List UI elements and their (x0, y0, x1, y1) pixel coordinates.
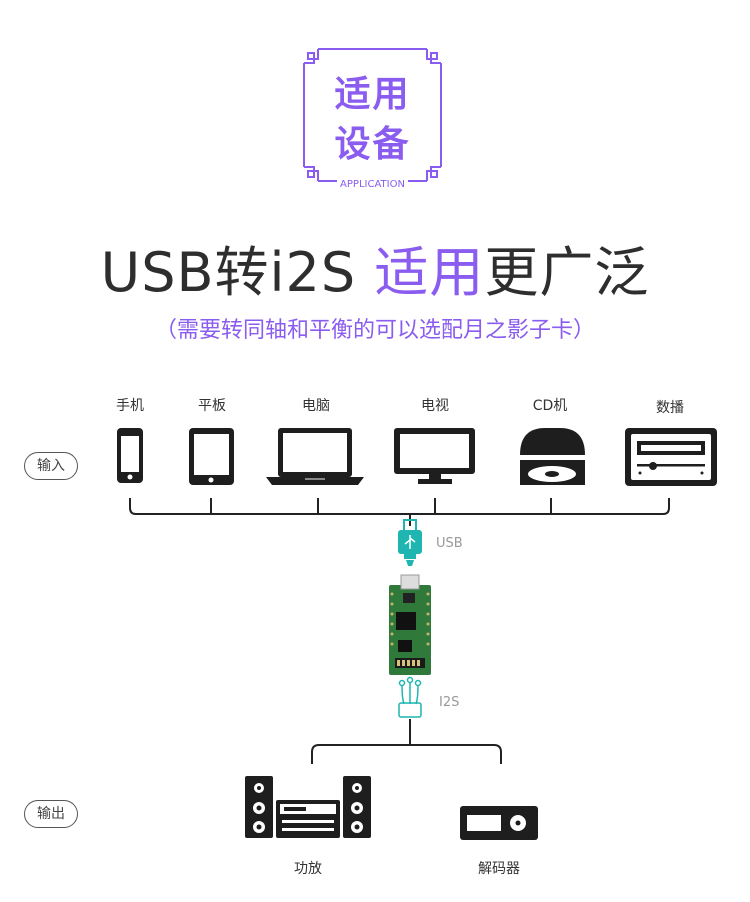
input-bracket (130, 498, 669, 526)
cd-player-icon (520, 428, 585, 485)
decoder-icon (460, 806, 538, 840)
device-label-decoder: 解码器 (454, 858, 544, 878)
i2s-label: I2S (439, 695, 459, 710)
digital-player-icon (625, 428, 717, 486)
i2s-cable-icon (399, 678, 421, 718)
device-label-amplifier: 功放 (263, 858, 353, 878)
tablet-icon (189, 428, 234, 485)
amplifier-icon (245, 776, 371, 838)
usb-connector-icon (398, 520, 422, 566)
tv-icon (394, 428, 475, 484)
phone-icon (117, 428, 143, 483)
usb-label: USB (436, 536, 463, 551)
output-pill: 输出 (24, 800, 78, 828)
laptop-icon (266, 428, 364, 485)
pcb-board-icon (389, 575, 431, 675)
output-bracket (312, 719, 501, 764)
